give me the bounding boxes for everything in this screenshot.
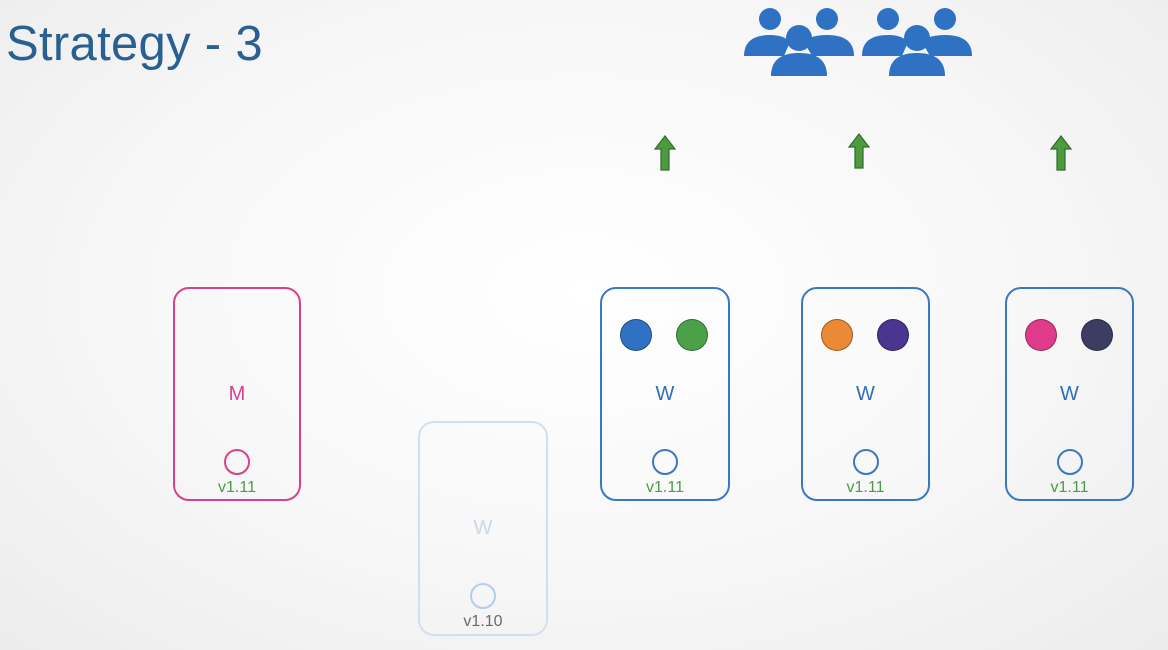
pod-circle-icon <box>877 319 909 351</box>
old-worker-node-version: v1.10 <box>463 613 503 630</box>
users-group-icon <box>744 8 972 76</box>
pod-circle-icon <box>1081 319 1113 351</box>
worker-node-version: v1.11 <box>1050 479 1089 496</box>
worker-node-label: W <box>655 383 675 405</box>
worker-node-label: W <box>856 383 875 405</box>
worker-node-label: W <box>1060 383 1079 405</box>
arrow-up-icon <box>1050 135 1072 171</box>
pod-circle-icon <box>821 319 853 351</box>
old-worker-node: W v1.10 <box>418 421 548 636</box>
worker-node-3: W v1.11 <box>1005 287 1134 501</box>
arrow-up-icon <box>654 135 676 171</box>
master-node-version: v1.11 <box>218 479 256 496</box>
pod-circle-icon <box>1025 319 1057 351</box>
old-worker-node-label: W <box>473 517 493 539</box>
kubelet-circle-icon <box>224 449 250 475</box>
worker-node-1: W v1.11 <box>600 287 730 501</box>
worker-node-version: v1.11 <box>646 479 684 496</box>
master-node-label: M <box>228 383 246 405</box>
worker-node-2: W v1.11 <box>801 287 930 501</box>
kubelet-circle-icon <box>852 449 879 475</box>
master-node: M v1.11 <box>173 287 301 501</box>
kubelet-circle-icon <box>1056 449 1083 475</box>
kubelet-circle-icon <box>652 449 678 475</box>
pod-circle-icon <box>676 319 708 351</box>
worker-node-version: v1.11 <box>846 479 885 496</box>
pod-circle-icon <box>620 319 652 351</box>
arrow-up-icon <box>848 133 870 169</box>
slide-title: Strategy - 3 <box>6 17 263 71</box>
kubelet-circle-icon <box>470 583 496 609</box>
